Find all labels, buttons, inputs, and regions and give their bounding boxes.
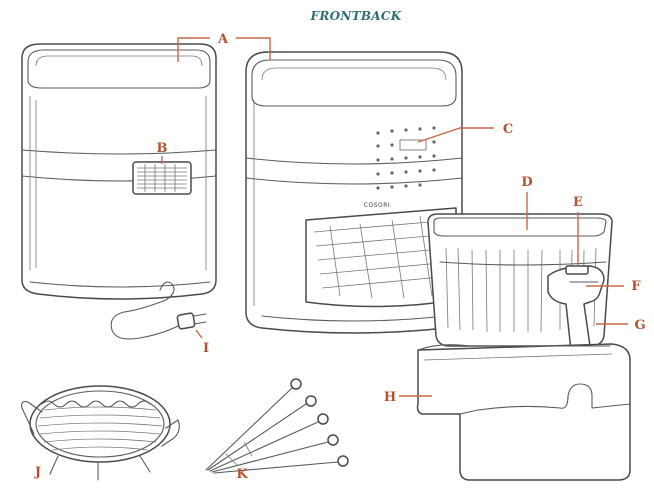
front-view-fryer: COSORI — [246, 52, 462, 333]
cooking-rack — [22, 386, 180, 480]
label-i: I — [196, 330, 209, 356]
outer-drawer — [418, 344, 631, 480]
svg-text:E: E — [573, 195, 583, 210]
svg-text:I: I — [203, 341, 209, 356]
release-button — [566, 266, 588, 274]
svg-text:A: A — [217, 32, 229, 47]
svg-text:C: C — [503, 122, 513, 137]
label-k: K — [236, 467, 248, 482]
diagram-title: FRONTBACK — [310, 9, 402, 23]
brand-logo-text: COSORI — [364, 202, 390, 209]
svg-text:B: B — [157, 141, 168, 156]
label-j: J — [34, 465, 41, 480]
air-outlet-vent — [133, 162, 191, 194]
svg-text:H: H — [384, 390, 396, 405]
svg-text:K: K — [236, 467, 248, 482]
svg-text:F: F — [631, 279, 641, 294]
svg-text:G: G — [634, 318, 645, 333]
skewers — [206, 379, 348, 473]
svg-text:J: J — [34, 465, 41, 480]
svg-text:D: D — [521, 175, 532, 190]
